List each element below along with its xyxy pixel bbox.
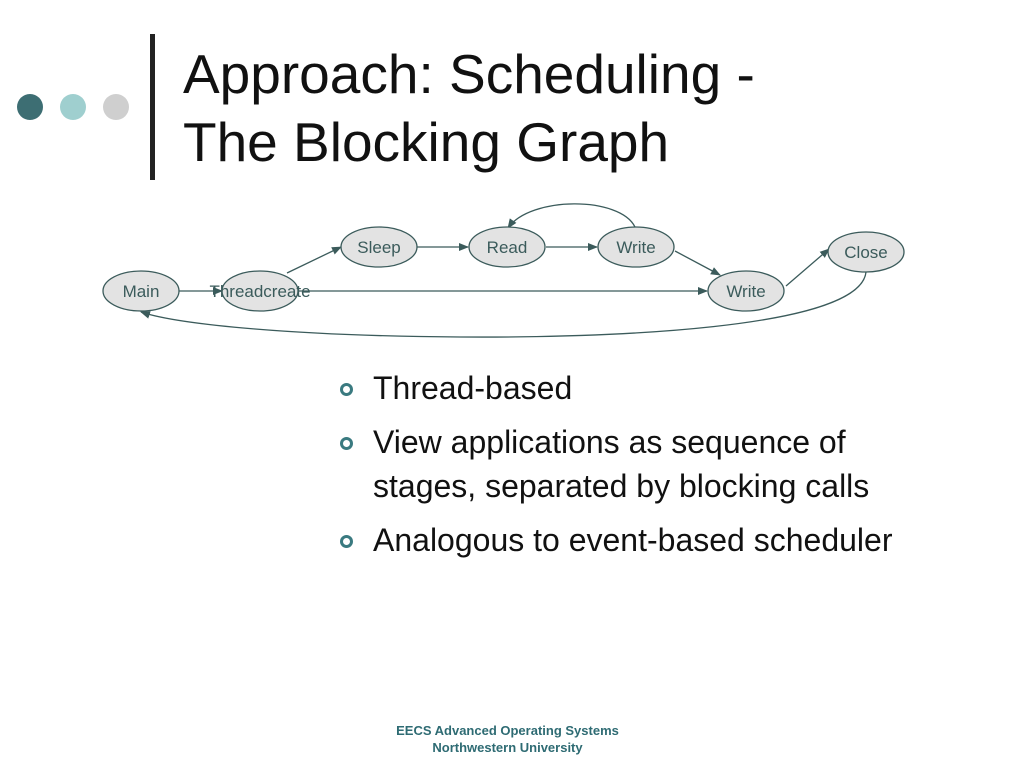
node-read: Read <box>468 226 546 268</box>
footer-line-1: EECS Advanced Operating Systems <box>396 723 619 738</box>
node-main-label: Main <box>123 282 160 301</box>
node-sleep-label: Sleep <box>357 238 400 257</box>
edge-write-write <box>674 250 721 276</box>
edges <box>140 203 867 338</box>
bullet-list: Thread-based View applications as sequen… <box>338 366 898 572</box>
bullet-circle-icon <box>340 383 353 396</box>
bullet-item: Analogous to event-based scheduler <box>338 518 898 562</box>
node-write-bottom-label: Write <box>726 282 765 301</box>
title-line-1: Approach: Scheduling - <box>183 43 755 105</box>
bullet-text: Thread-based <box>373 370 573 406</box>
node-write-top: Write <box>597 226 675 268</box>
node-sleep: Sleep <box>340 226 418 268</box>
edge-write-close <box>785 248 830 287</box>
footer-line-2: Northwestern University <box>432 740 583 755</box>
node-write-top-label: Write <box>616 238 655 257</box>
decor-dot-gray <box>103 94 129 120</box>
edge-close-main <box>140 271 867 338</box>
bullet-circle-icon <box>340 437 353 450</box>
node-threadcreate-label: Threadcreate <box>209 282 310 301</box>
bullet-item: Thread-based <box>338 366 898 410</box>
bullet-text: View applications as sequence of stages,… <box>373 424 870 504</box>
decor-dot-dark <box>17 94 43 120</box>
edge-write-read-loop <box>507 203 636 229</box>
edge-threadcreate-sleep <box>286 246 342 274</box>
blocking-graph: Main Threadcreate Sleep Read Write Write… <box>102 203 905 338</box>
node-main: Main <box>102 270 180 312</box>
node-close: Close <box>827 231 905 273</box>
nodes: Main Threadcreate Sleep Read Write Write… <box>102 226 905 312</box>
title-divider <box>150 34 155 180</box>
node-close-label: Close <box>844 243 887 262</box>
bullet-item: View applications as sequence of stages,… <box>338 420 898 508</box>
node-read-label: Read <box>487 238 528 257</box>
slide-title: Approach: Scheduling - The Blocking Grap… <box>183 40 1003 176</box>
bullet-text: Analogous to event-based scheduler <box>373 522 893 558</box>
node-threadcreate: Threadcreate <box>209 270 311 312</box>
node-write-bottom: Write <box>707 270 785 312</box>
bullet-circle-icon <box>340 535 353 548</box>
decor-dot-teal <box>60 94 86 120</box>
footer: EECS Advanced Operating Systems Northwes… <box>330 722 685 756</box>
title-line-2: The Blocking Graph <box>183 111 670 173</box>
